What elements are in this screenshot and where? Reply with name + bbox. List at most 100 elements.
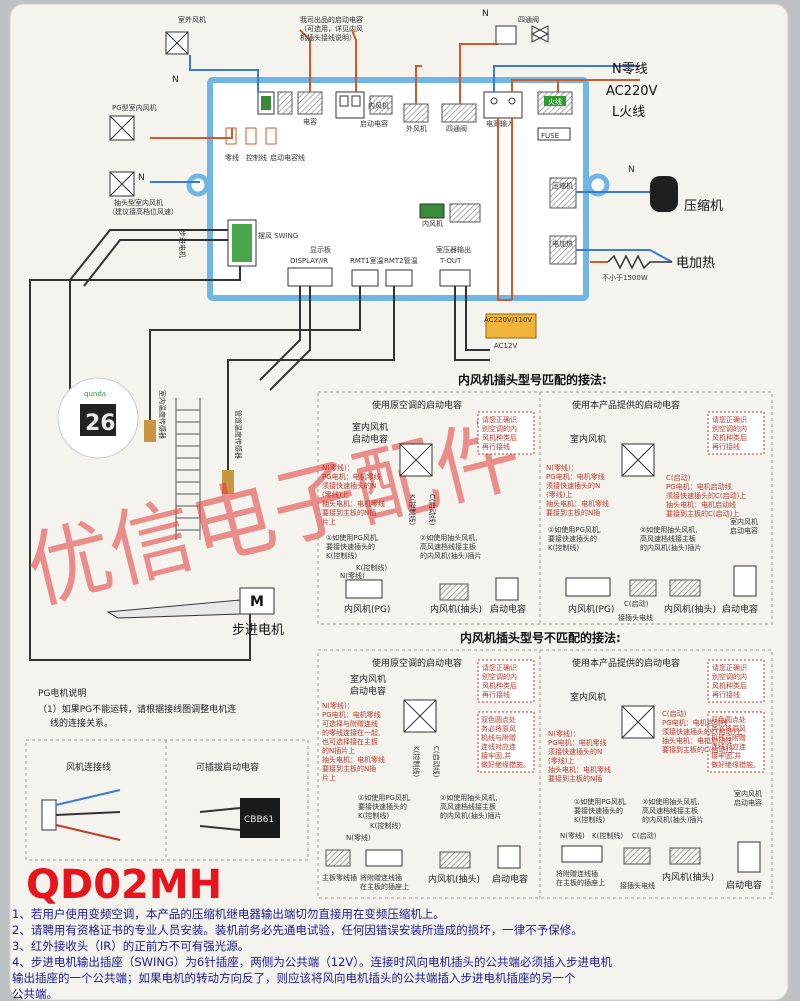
l-line-label: L火线 <box>612 105 645 120</box>
mm-dual-5: 接牢固,并 <box>481 751 511 760</box>
display-terminal <box>287 267 333 287</box>
heater-port-label: 电加热 <box>552 239 573 248</box>
relay-terminal-body <box>261 96 271 110</box>
match-r-note2-3: 的内风机(抽头)插片 <box>640 543 701 552</box>
match-indoor-cap-2: 启动电容 <box>730 526 758 535</box>
start-cap-line-label: 启动电容线 <box>270 153 305 162</box>
controller-board <box>207 77 589 301</box>
pg-line-1: （1）如果PG不能运转，请根据接线图调整电机连 <box>38 703 236 715</box>
match-r-c-start: C(启动) <box>624 599 649 608</box>
mm-n-note-8: 要接到主板的N插 <box>322 764 376 773</box>
four-way-label: 四通阀 <box>518 15 539 24</box>
match-right-fan-cross-2 <box>621 443 655 477</box>
outdoor-fan-cross-2 <box>165 31 189 55</box>
tout-terminal <box>439 269 471 287</box>
mm-r-dual-4: 连线对应连 <box>711 742 746 751</box>
top-note-1: 我司出品的启动电容 <box>300 15 363 24</box>
heatsink <box>175 398 201 540</box>
note-4: 4、步进电机输出插座（SWING）为6针插座，两侧为公共端（12V）。连接时风向… <box>12 955 612 969</box>
mm-k-label: K(控制线) <box>412 746 421 777</box>
match-n-note-5: 抽头电机：电机零线 <box>322 499 385 508</box>
mm-r-note1-2: 要接快速插头的 <box>574 806 623 815</box>
mm-r-start-cap-label: 启动电容 <box>726 879 762 891</box>
mm-c-note-2: PG电机：电机启动线 <box>662 718 728 727</box>
mm-r-c-terminal <box>623 847 651 865</box>
heater-terminal <box>549 235 577 265</box>
mm-c-note-1: C(启动) <box>662 709 687 718</box>
fan-cable-label: 风机连接线 <box>66 761 111 773</box>
mm-r-n-note-1: N(零线)： <box>548 729 580 738</box>
match-r-n-note-5: 抽头电机：电机零线 <box>546 499 609 508</box>
accessories-box <box>25 739 309 861</box>
pg-fan-label: PG型室内风机 <box>112 103 157 112</box>
match-left-title: 使用原空调的启动电容 <box>372 399 462 411</box>
rmt1-terminal <box>351 269 379 287</box>
heater-resistor <box>607 254 672 270</box>
paper <box>9 3 789 1001</box>
pipe-sensor-probe <box>222 470 234 494</box>
mm-n-note-6: 的N插片上 <box>322 746 355 755</box>
match-tap-fan: 内风机(抽头) <box>430 603 482 615</box>
compressor-n: N <box>628 165 635 175</box>
capacitor-code: CBB61 <box>244 815 274 825</box>
room-sensor-probe <box>144 420 156 442</box>
mm-dual-6: 做好绝缘措施。 <box>481 760 530 769</box>
start-cap-port-label: 启动电容 <box>360 119 388 128</box>
outdoor-fan-port-label: 外风机 <box>406 124 427 133</box>
fan-terminal <box>369 95 393 115</box>
match-n-lbl: N(零线) <box>340 571 365 580</box>
match-n-note-1: N(零线)： <box>322 463 354 472</box>
mm-r-note2-1: ②如使用抽头风机, <box>642 797 700 806</box>
fan-motor-relay <box>419 203 445 219</box>
mismatch-left-cap: 启动电容 <box>350 685 386 697</box>
match-note2-2: 高风速档线接主板 <box>420 542 476 551</box>
mm-r-c-sub: 接插头电线 <box>620 881 655 890</box>
mm-tap-terminal <box>439 851 471 869</box>
plug-cap-label: 可插拔启动电容 <box>196 761 259 773</box>
match-left-fan: 室内风机 <box>352 421 388 433</box>
mm-r-start-cap-plug <box>737 841 761 873</box>
fan-cable-connector <box>41 799 57 831</box>
mm-r-confirm-4: 再行接线 <box>712 690 740 699</box>
mm-confirm-4: 再行接线 <box>482 690 510 699</box>
pipe-sensor-label: 管道温度传感器 <box>234 410 243 459</box>
match-r-n-note-2: PG电机：电机零线 <box>546 472 605 481</box>
fuse <box>537 127 571 141</box>
match-note2-1: ②如使用抽头风机, <box>420 533 478 542</box>
match-n-note-7: 片上 <box>322 517 336 526</box>
match-start-cap-plug <box>495 577 519 601</box>
match-left-cap: 启动电容 <box>352 433 388 445</box>
tap-fan-label: 抽头型室内风机 <box>114 198 163 207</box>
board-mount-hole-right <box>586 173 610 197</box>
match-c-note-5: 要接到主板的C(启动)上 <box>666 509 739 518</box>
match-r-n-note-4: (零线)上 <box>546 490 572 499</box>
match-tap-terminal <box>439 583 469 601</box>
match-confirm-1: 请您正确识 <box>482 415 517 424</box>
mm-main-n-terminal <box>325 849 351 867</box>
match-n-note-6: 要接到主板的N插 <box>322 508 376 517</box>
mm-dual-3: 机线与附赠 <box>481 733 516 742</box>
pg-title: PG电机说明 <box>38 687 86 699</box>
match-r-confirm-1: 请您正确识 <box>712 415 747 424</box>
match-box <box>317 391 773 625</box>
match-r-c-terminal <box>629 579 657 597</box>
mm-r-dual-6: 做好绝缘措施。 <box>711 760 760 769</box>
mismatch-left-title: 使用原空调的启动电容 <box>372 657 462 669</box>
mm-adapter-plug <box>365 849 403 867</box>
match-n-note-2: PG电机：电机零线 <box>322 472 381 481</box>
mm-c-note-4: 抽头电机：电机启动线 <box>662 736 732 745</box>
mm-dual-4: 连线对应连 <box>481 742 516 751</box>
match-r-start-cap-label: 启动电容 <box>722 603 758 615</box>
fan-motor-label: 内风机 <box>422 219 443 228</box>
fire-relay <box>544 96 566 106</box>
capacitor-port-label: 电容 <box>303 117 317 126</box>
mm-right-confirm <box>707 659 765 703</box>
mm-note1-1: ①如使用PG风机, <box>358 793 411 802</box>
mm-r-n-note-5: 抽头电机：电机零线 <box>548 765 611 774</box>
mm-note2-1: ②如使用抽头风机, <box>440 793 498 802</box>
mm-tap-fan: 内风机(抽头) <box>428 873 480 885</box>
compressor-icon <box>650 176 678 212</box>
fuse-label: FUSE <box>541 132 559 140</box>
match-r-note2-2: 高风速档线接主板 <box>640 534 696 543</box>
